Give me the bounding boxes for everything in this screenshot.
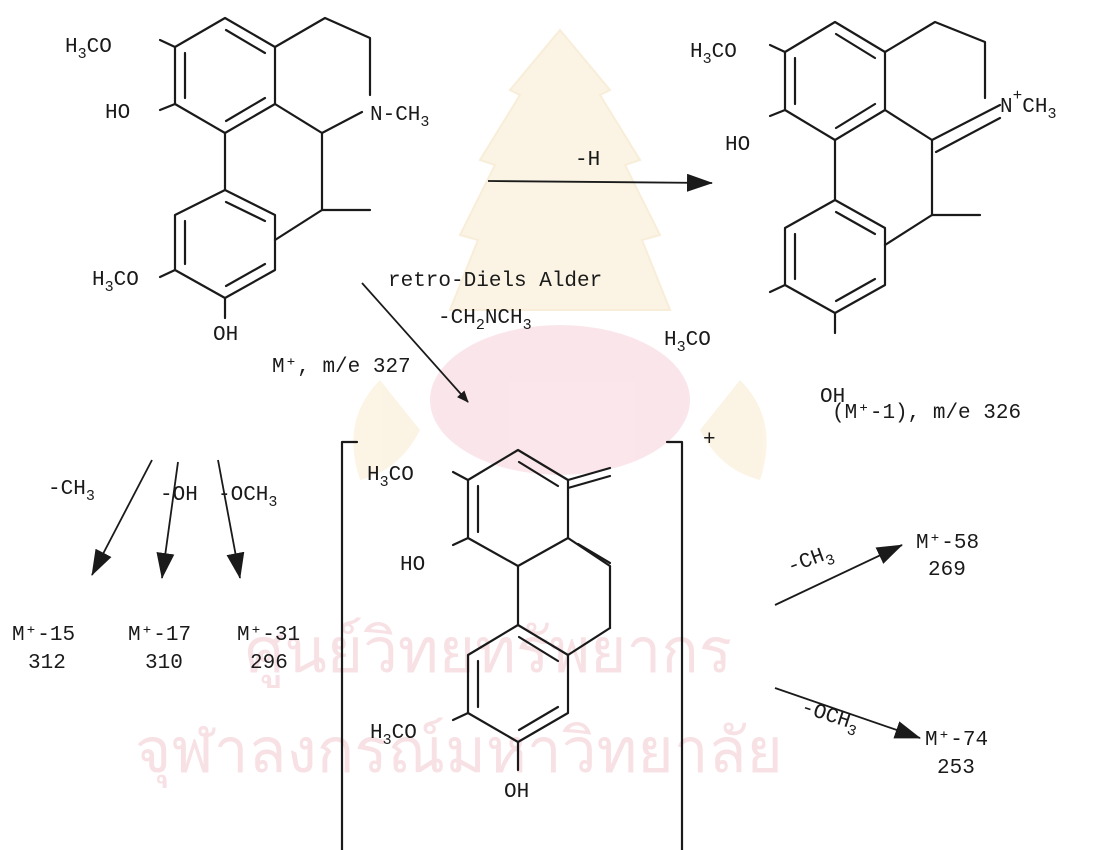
label-frag-minus-och3: -OCH3	[797, 697, 862, 741]
product-m-31: M⁺-31	[237, 624, 300, 647]
m1-oh: OH	[820, 386, 845, 409]
product-m-31-mz: 296	[250, 652, 288, 675]
frag-h3co-top: H3CO	[367, 464, 414, 491]
seal-icon	[353, 28, 767, 480]
product-m-17-mz: 310	[145, 652, 183, 675]
frag-h3co-bottom: H3CO	[370, 722, 417, 749]
watermark: ศูนย์วิทยทรัพยากร จุฬาลงกรณ์มหาวิทยาลัย	[135, 28, 783, 788]
arrow-retro-diels-alder: retro-Diels Alder -CH2NCH3	[361, 270, 602, 403]
m1-h3co-bottom: H3CO	[664, 329, 711, 356]
label-frag-minus-ch3: -CH3	[785, 542, 838, 583]
products-right: M⁺-58 269 M⁺-74 253	[916, 532, 988, 780]
arrows-from-fragment: -CH3 -OCH3	[774, 542, 921, 741]
watermark-line-2: จุฬาลงกรณ์มหาวิทยาลัย	[135, 714, 783, 788]
m1-n-plus-ch3: N+CH3	[1000, 87, 1056, 123]
m-oh: OH	[213, 324, 238, 347]
product-m-74: M⁺-74	[925, 729, 988, 752]
label-minus-och3: -OCH3	[218, 484, 277, 511]
m-minus-1-label: (M⁺-1), m/e 326	[832, 402, 1021, 425]
molecule-m-minus-1: H3CO HO N+CH3 H3CO OH (M⁺-1), m/e 326	[664, 20, 1056, 425]
products-left: M⁺-15 312 M⁺-17 310 M⁺-31 296	[12, 624, 300, 675]
m-h3co-top: H3CO	[65, 36, 112, 63]
molecule-m-plus: H3CO HO N-CH3 H3CO OH M⁺, m/e 327	[65, 16, 429, 379]
frag-oh: OH	[504, 781, 529, 804]
m-ho: HO	[105, 102, 130, 125]
rda-fragment: + H3CO HO H3CO OH	[340, 429, 716, 850]
product-m-58-mz: 269	[928, 559, 966, 582]
label-rda-2: -CH2NCH3	[438, 307, 532, 334]
arrows-from-m-plus: -CH3 -OH -OCH3	[48, 459, 277, 579]
m1-ho: HO	[725, 134, 750, 157]
product-m-74-mz: 253	[937, 757, 975, 780]
product-m-15-mz: 312	[28, 652, 66, 675]
label-minus-ch3: -CH3	[48, 478, 95, 505]
product-m-58: M⁺-58	[916, 532, 979, 555]
fragment-charge: +	[703, 429, 716, 452]
m1-h3co-top: H3CO	[690, 41, 737, 68]
arrow-minus-h: -H	[487, 149, 713, 192]
product-m-17: M⁺-17	[128, 624, 191, 647]
label-minus-h: -H	[575, 149, 600, 172]
frag-ho: HO	[400, 554, 425, 577]
m-plus-label: M⁺, m/e 327	[272, 356, 411, 379]
product-m-15: M⁺-15	[12, 624, 75, 647]
label-rda-1: retro-Diels Alder	[388, 270, 602, 293]
m-h3co-bottom: H3CO	[92, 269, 139, 296]
watermark-line-1: ศูนย์วิทยทรัพยากร	[245, 614, 732, 688]
m-n-ch3: N-CH3	[370, 104, 429, 131]
label-minus-oh: -OH	[160, 484, 198, 507]
